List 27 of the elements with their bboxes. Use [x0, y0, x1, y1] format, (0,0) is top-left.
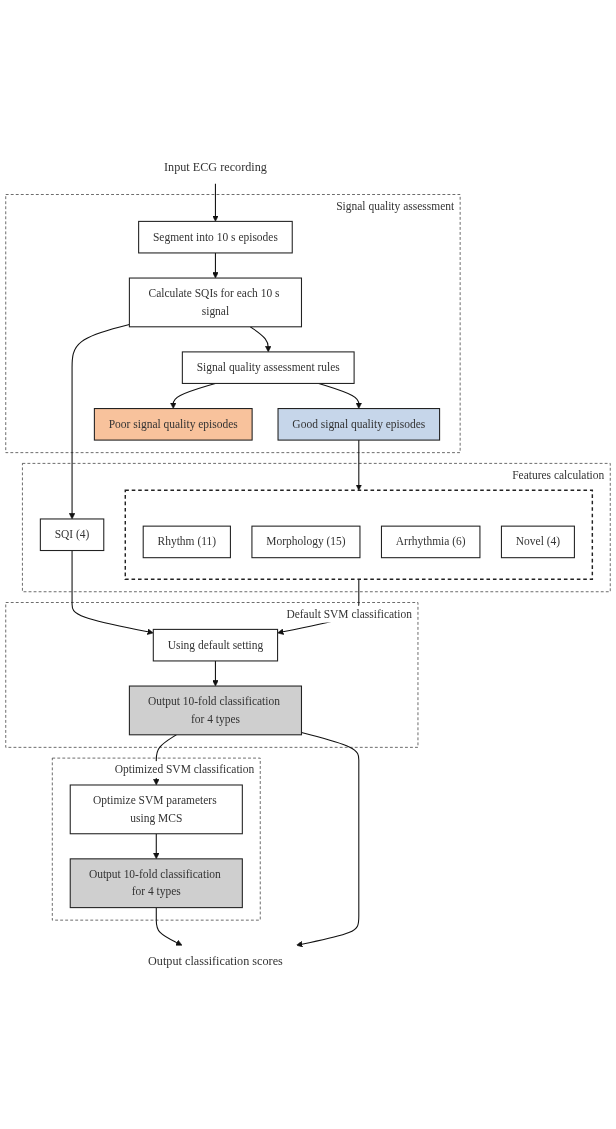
node-box: Output 10-fold classification for 4 types	[69, 858, 243, 909]
arrow	[249, 326, 272, 353]
node-box: Calculate SQIs for each 10 s signal	[128, 277, 303, 328]
cluster	[124, 489, 594, 580]
arrow	[355, 439, 362, 491]
arrow	[71, 550, 154, 635]
node-box: Good signal quality episodes	[277, 408, 441, 441]
arrow	[212, 252, 219, 279]
node-box: Arrhythmia (6)	[380, 525, 481, 559]
node-box: SQI (4)	[39, 518, 105, 552]
arrow	[212, 660, 219, 687]
node-box: Optimize SVM parameters using MCS	[69, 784, 243, 835]
node-box: Output 10-fold classification for 4 types	[128, 685, 303, 736]
node-box: Rhythm (11)	[142, 525, 231, 559]
arrow	[212, 183, 219, 222]
node-box: Segment into 10 s episodes	[138, 220, 293, 254]
arrow	[296, 732, 360, 948]
arrow	[68, 324, 130, 520]
node-text: Output classification scores	[148, 954, 283, 969]
arrow	[155, 907, 183, 946]
node-box: Novel (4)	[500, 525, 575, 559]
node-text: Input ECG recording	[163, 160, 267, 175]
arrow	[153, 833, 160, 860]
node-box: Poor signal quality episodes	[93, 408, 253, 441]
node-box: Using default setting	[152, 628, 279, 662]
node-box: Signal quality assessment rules	[181, 351, 355, 384]
node-box: Morphology (15)	[251, 525, 361, 559]
